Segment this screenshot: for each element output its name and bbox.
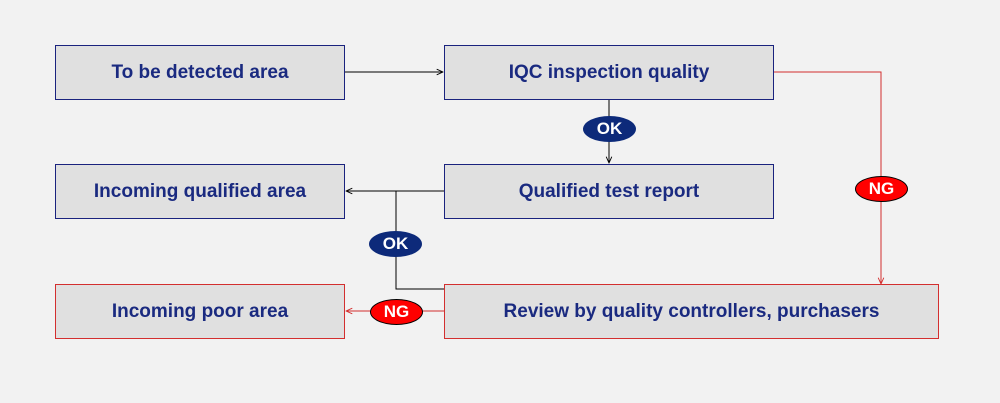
node-incoming-poor-area: Incoming poor area (55, 284, 345, 339)
node-iqc-inspection-quality: IQC inspection quality (444, 45, 774, 100)
node-label: Review by quality controllers, purchaser… (503, 300, 880, 322)
ok-badge-review: OK (369, 231, 422, 257)
node-review-by-quality-controllers: Review by quality controllers, purchaser… (444, 284, 939, 339)
node-label: To be detected area (111, 61, 289, 83)
node-label: Incoming qualified area (93, 180, 307, 202)
node-label: IQC inspection quality (508, 61, 710, 83)
node-to-be-detected-area: To be detected area (55, 45, 345, 100)
ok-badge-iqc: OK (583, 116, 636, 142)
arrow-iqc-to-review-ng (774, 71, 881, 284)
line-review-ok-path (395, 191, 444, 290)
node-incoming-qualified-area: Incoming qualified area (55, 164, 345, 219)
node-label: Incoming poor area (111, 300, 289, 322)
node-label: Qualified test report (518, 180, 700, 202)
ng-badge-iqc: NG (855, 176, 908, 202)
node-qualified-test-report: Qualified test report (444, 164, 774, 219)
ng-badge-review: NG (370, 299, 423, 325)
